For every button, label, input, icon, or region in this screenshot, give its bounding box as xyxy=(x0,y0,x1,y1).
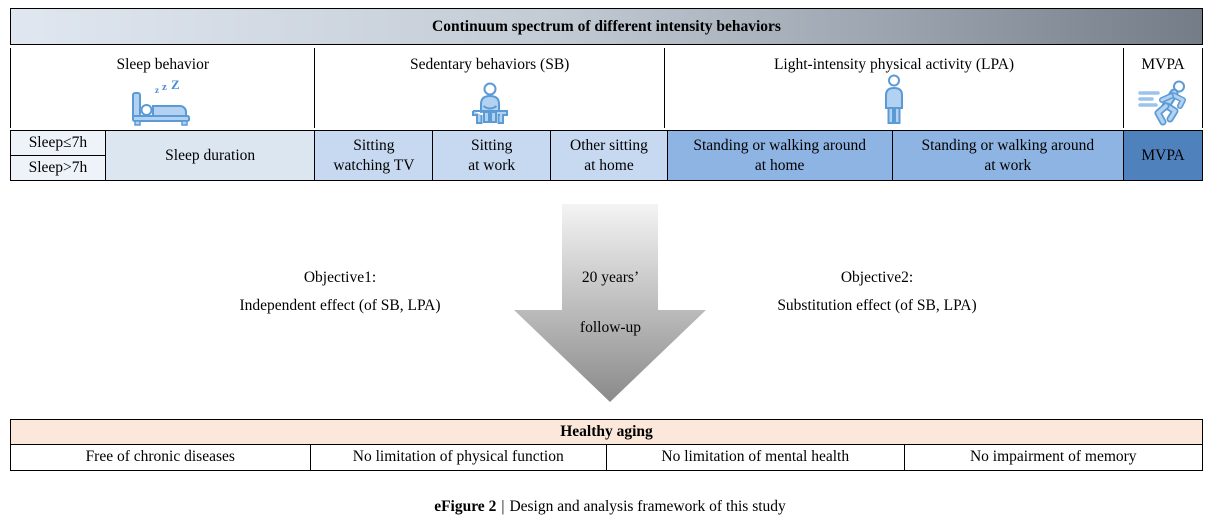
category-light-intensity-pa: Light-intensity physical activity (LPA) xyxy=(665,48,1125,128)
sleep-split-cell: Sleep≤7h Sleep>7h xyxy=(11,131,106,180)
category-label: Sedentary behaviors (SB) xyxy=(410,56,570,73)
figure-caption: eFigure 2|Design and analysis framework … xyxy=(0,498,1220,516)
objective-2-line1: Objective2: xyxy=(840,269,914,286)
cell-sitting-at-work: Sitting at work xyxy=(433,131,552,180)
caption-text: Design and analysis framework of this st… xyxy=(509,498,786,515)
svg-text:Z: Z xyxy=(171,78,180,92)
continuum-banner: Continuum spectrum of different intensit… xyxy=(10,8,1203,45)
cell-mvpa: MVPA xyxy=(1124,131,1202,180)
arrow-label-years: 20 years’ xyxy=(581,269,640,286)
caption-separator: | xyxy=(501,498,505,515)
cell-standing-walking-work: Standing or walking around at work xyxy=(892,131,1125,180)
outcome-physical-function: No limitation of physical function xyxy=(311,444,607,470)
sleep-le7h-cell: Sleep≤7h xyxy=(11,131,105,156)
category-label: MVPA xyxy=(1141,56,1185,73)
healthy-aging-outcomes-row: Free of chronic diseases No limitation o… xyxy=(10,444,1203,471)
category-mvpa: MVPA xyxy=(1124,48,1202,128)
banner-title: Continuum spectrum of different intensit… xyxy=(432,17,781,35)
follow-up-arrow xyxy=(514,204,706,402)
objective-1-text: Objective1: Independent effect (of SB, L… xyxy=(160,264,520,320)
behavior-cells-row: Sleep≤7h Sleep>7h Sleep duration Sitting… xyxy=(10,130,1203,181)
running-person-icon xyxy=(1137,74,1189,128)
category-sleep-behavior: Sleep behavior z z Z xyxy=(11,48,316,128)
standing-person-icon xyxy=(881,74,907,128)
healthy-aging-header: Healthy aging xyxy=(10,419,1203,445)
sitting-person-icon xyxy=(467,74,513,128)
outcome-chronic-diseases: Free of chronic diseases xyxy=(11,444,311,470)
outcome-memory: No impairment of memory xyxy=(969,448,1137,466)
category-sedentary-behaviors: Sedentary behaviors (SB) xyxy=(315,48,665,128)
cell-other-sitting-at-home: Other sitting at home xyxy=(551,131,668,180)
caption-label: eFigure 2 xyxy=(434,498,497,515)
category-label: Light-intensity physical activity (LPA) xyxy=(773,56,1015,73)
cell-sleep-duration: Sleep duration xyxy=(105,131,316,180)
cell-standing-walking-home: Standing or walking around at home xyxy=(667,131,893,180)
objective-1-line1: Objective1: xyxy=(303,269,377,286)
cell-sitting-watching-tv: Sitting watching TV xyxy=(315,131,434,180)
healthy-aging-title: Healthy aging xyxy=(560,423,653,440)
objective-2-text: Objective2: Substitution effect (of SB, … xyxy=(697,264,1057,320)
category-header-row: Sleep behavior z z Z Sedentary behaviors… xyxy=(10,48,1203,128)
sleep-gt7h-cell: Sleep>7h xyxy=(28,159,88,177)
outcome-mental-health: No limitation of mental health xyxy=(607,444,905,470)
objective-1-line2: Independent effect (of SB, LPA) xyxy=(239,297,441,314)
arrow-label-followup: follow-up xyxy=(579,319,642,336)
svg-text:z: z xyxy=(162,81,167,93)
objective-2-line2: Substitution effect (of SB, LPA) xyxy=(777,297,977,314)
svg-text:z: z xyxy=(155,85,159,95)
sleeping-bed-icon: z z Z xyxy=(130,74,196,128)
category-label: Sleep behavior xyxy=(116,56,210,73)
